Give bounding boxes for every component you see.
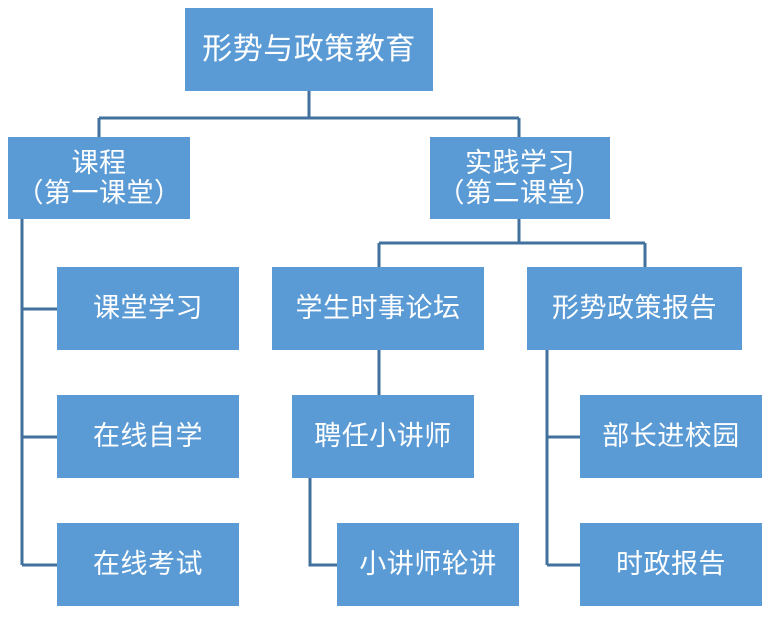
node-classroom-study[interactable]: 课堂学习 [57, 267, 239, 350]
edge-appoint-lecturer-to-rotation [308, 478, 337, 567]
node-lecturer-rotation[interactable]: 小讲师轮讲 [337, 523, 519, 606]
node-online-exam-label: 在线考试 [93, 549, 203, 580]
node-minister-campus[interactable]: 部长进校园 [580, 395, 762, 478]
node-student-forum[interactable]: 学生时事论坛 [272, 267, 484, 350]
node-root-label: 形势与政策教育 [202, 32, 416, 66]
node-classroom-study-label: 课堂学习 [93, 293, 203, 324]
node-minister-campus-label: 部长进校园 [602, 421, 740, 452]
node-online-selfstudy[interactable]: 在线自学 [57, 395, 239, 478]
node-student-forum-label: 学生时事论坛 [295, 293, 461, 324]
node-lecturer-rotation-label: 小讲师轮讲 [359, 549, 497, 580]
node-online-exam[interactable]: 在线考试 [57, 523, 239, 606]
node-current-affairs-report[interactable]: 时政报告 [580, 523, 762, 606]
node-current-affairs-report-label: 时政报告 [616, 549, 726, 580]
node-practice-label-line1: 实践学习 [465, 147, 575, 178]
node-course[interactable]: 课程 （第一课堂） [8, 137, 190, 219]
node-course-label-line2: （第一课堂） [16, 178, 182, 208]
node-policy-report-label: 形势政策报告 [552, 293, 717, 324]
node-appoint-lecturer[interactable]: 聘任小讲师 [292, 395, 474, 478]
node-root[interactable]: 形势与政策教育 [185, 8, 433, 91]
node-course-label-line1: 课程 [71, 147, 127, 178]
node-policy-report[interactable]: 形势政策报告 [527, 267, 742, 350]
node-practice-label-line2: （第二课堂） [437, 178, 603, 208]
node-online-selfstudy-label: 在线自学 [93, 421, 203, 452]
node-appoint-lecturer-label: 聘任小讲师 [314, 421, 452, 452]
node-practice[interactable]: 实践学习 （第二课堂） [430, 137, 610, 219]
